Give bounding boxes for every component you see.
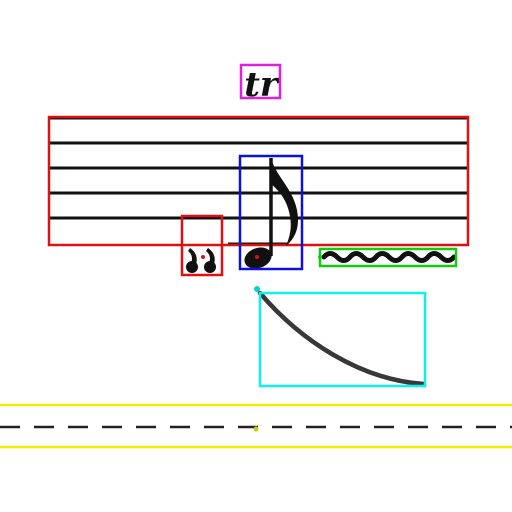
double-comma-breath-mark-icon	[186, 248, 216, 273]
dashed-center-marker	[253, 426, 259, 432]
slur-start-marker	[254, 286, 260, 292]
wavy-trill-line-icon	[321, 251, 457, 263]
staff-box	[47, 115, 470, 247]
dashed-line-box	[0, 403, 512, 449]
dashed-line-group	[0, 403, 512, 449]
trill-ornament: tr	[239, 63, 282, 105]
note-box	[238, 154, 304, 271]
wavy-line-box	[318, 247, 458, 268]
staff-lines	[49, 116, 468, 220]
note-flag	[271, 158, 298, 246]
eighth-note-icon	[244, 158, 298, 269]
breath-mark-box	[180, 214, 224, 277]
eighth-note	[238, 154, 304, 271]
breath-mark	[180, 214, 224, 277]
slur-curve	[257, 290, 427, 387]
slur-box	[258, 291, 427, 388]
trill-box	[239, 63, 282, 100]
slur	[254, 286, 427, 388]
wavy-trill-line	[318, 247, 458, 268]
note-center-marker	[255, 255, 259, 259]
staff	[47, 115, 470, 247]
glyph-center-marker	[201, 255, 205, 259]
